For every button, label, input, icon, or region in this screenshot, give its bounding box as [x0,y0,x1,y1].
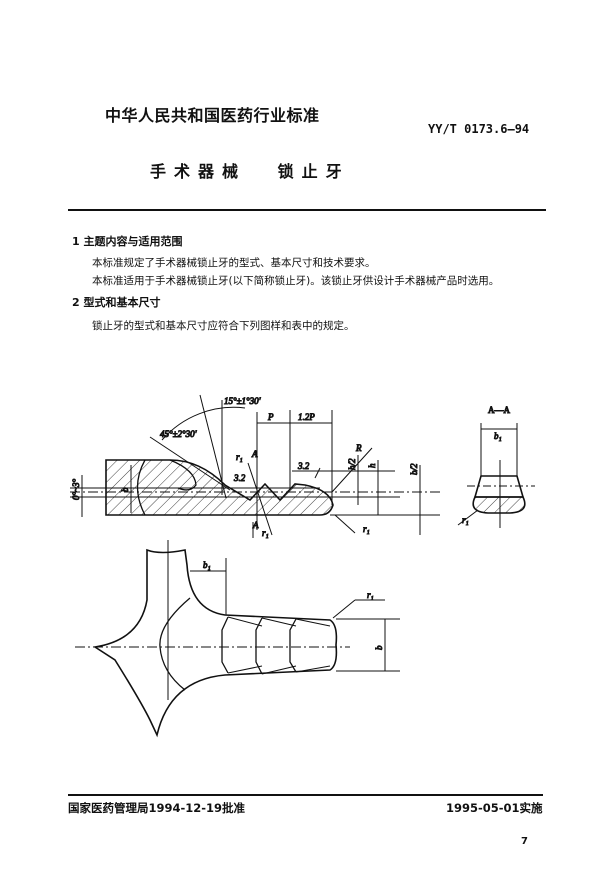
b1-section-label: b₁ [494,431,502,441]
b-half-label: b/2 [409,463,419,475]
radius-R-label: R [355,443,362,453]
r1-section-label: r₁ [462,515,469,525]
roughness-1-label: 3.2 [233,473,246,483]
effective-date: 1995-05-01实施 [446,801,543,815]
b-label: b [120,487,130,492]
section-1-para-2: 本标准适用于手术器械锁止牙(以下简称锁止牙)。该锁止牙供设计手术器械产品时选用。 [92,275,500,287]
approval-text: 国家医药管理局1994-12-19批准 [68,801,246,815]
pitch-12-label: 1.2P [298,412,315,422]
issuer-heading: 中华人民共和国医药行业标准 [105,106,320,125]
section-A-top-label: A [251,449,258,459]
header-rule [68,209,546,211]
tilt-label: 0°~3° [71,479,81,500]
b1-plan-label: b₁ [203,560,211,570]
r1-label: r₁ [236,452,243,462]
r1-right-label: r₁ [363,524,370,534]
h-half-label: h/2 [347,458,357,470]
side-view: 45°±2°30' 15°±1°30' P 1.2P R r₁ A A r₁ r… [70,394,440,539]
section-title: A—A [488,405,510,415]
section-2-heading: 2 型式和基本尺寸 [72,296,161,309]
plan-view: b₁ r₁ b [75,540,400,738]
page-number: 7 [521,836,528,847]
angle-45-label: 45°±2°30' [160,429,198,439]
standard-code: YY/T 0173.6—94 [428,122,530,136]
h-label: h [367,463,377,468]
section-2-para-1: 锁止牙的型式和基本尺寸应符合下列图样和表中的规定。 [92,320,355,332]
section-1-para-1: 本标准规定了手术器械锁止牙的型式、基本尺寸和技术要求。 [92,257,376,269]
section-a-a: A—A b₁ r₁ [457,405,535,528]
section-1-heading: 1 主题内容与适用范围 [72,235,183,248]
footer-rule [68,794,543,796]
r1-plan-label: r₁ [367,590,374,600]
b-plan-label: b [374,645,384,650]
document-title: 手术器械 锁止牙 [150,162,350,181]
pitch-label: P [267,412,274,422]
section-A-bottom-label: A [252,520,259,530]
angle-15-label: 15°±1°30' [224,396,262,406]
roughness-2-label: 3.2 [297,461,310,471]
r1-bottom-label: r₁ [262,528,269,538]
